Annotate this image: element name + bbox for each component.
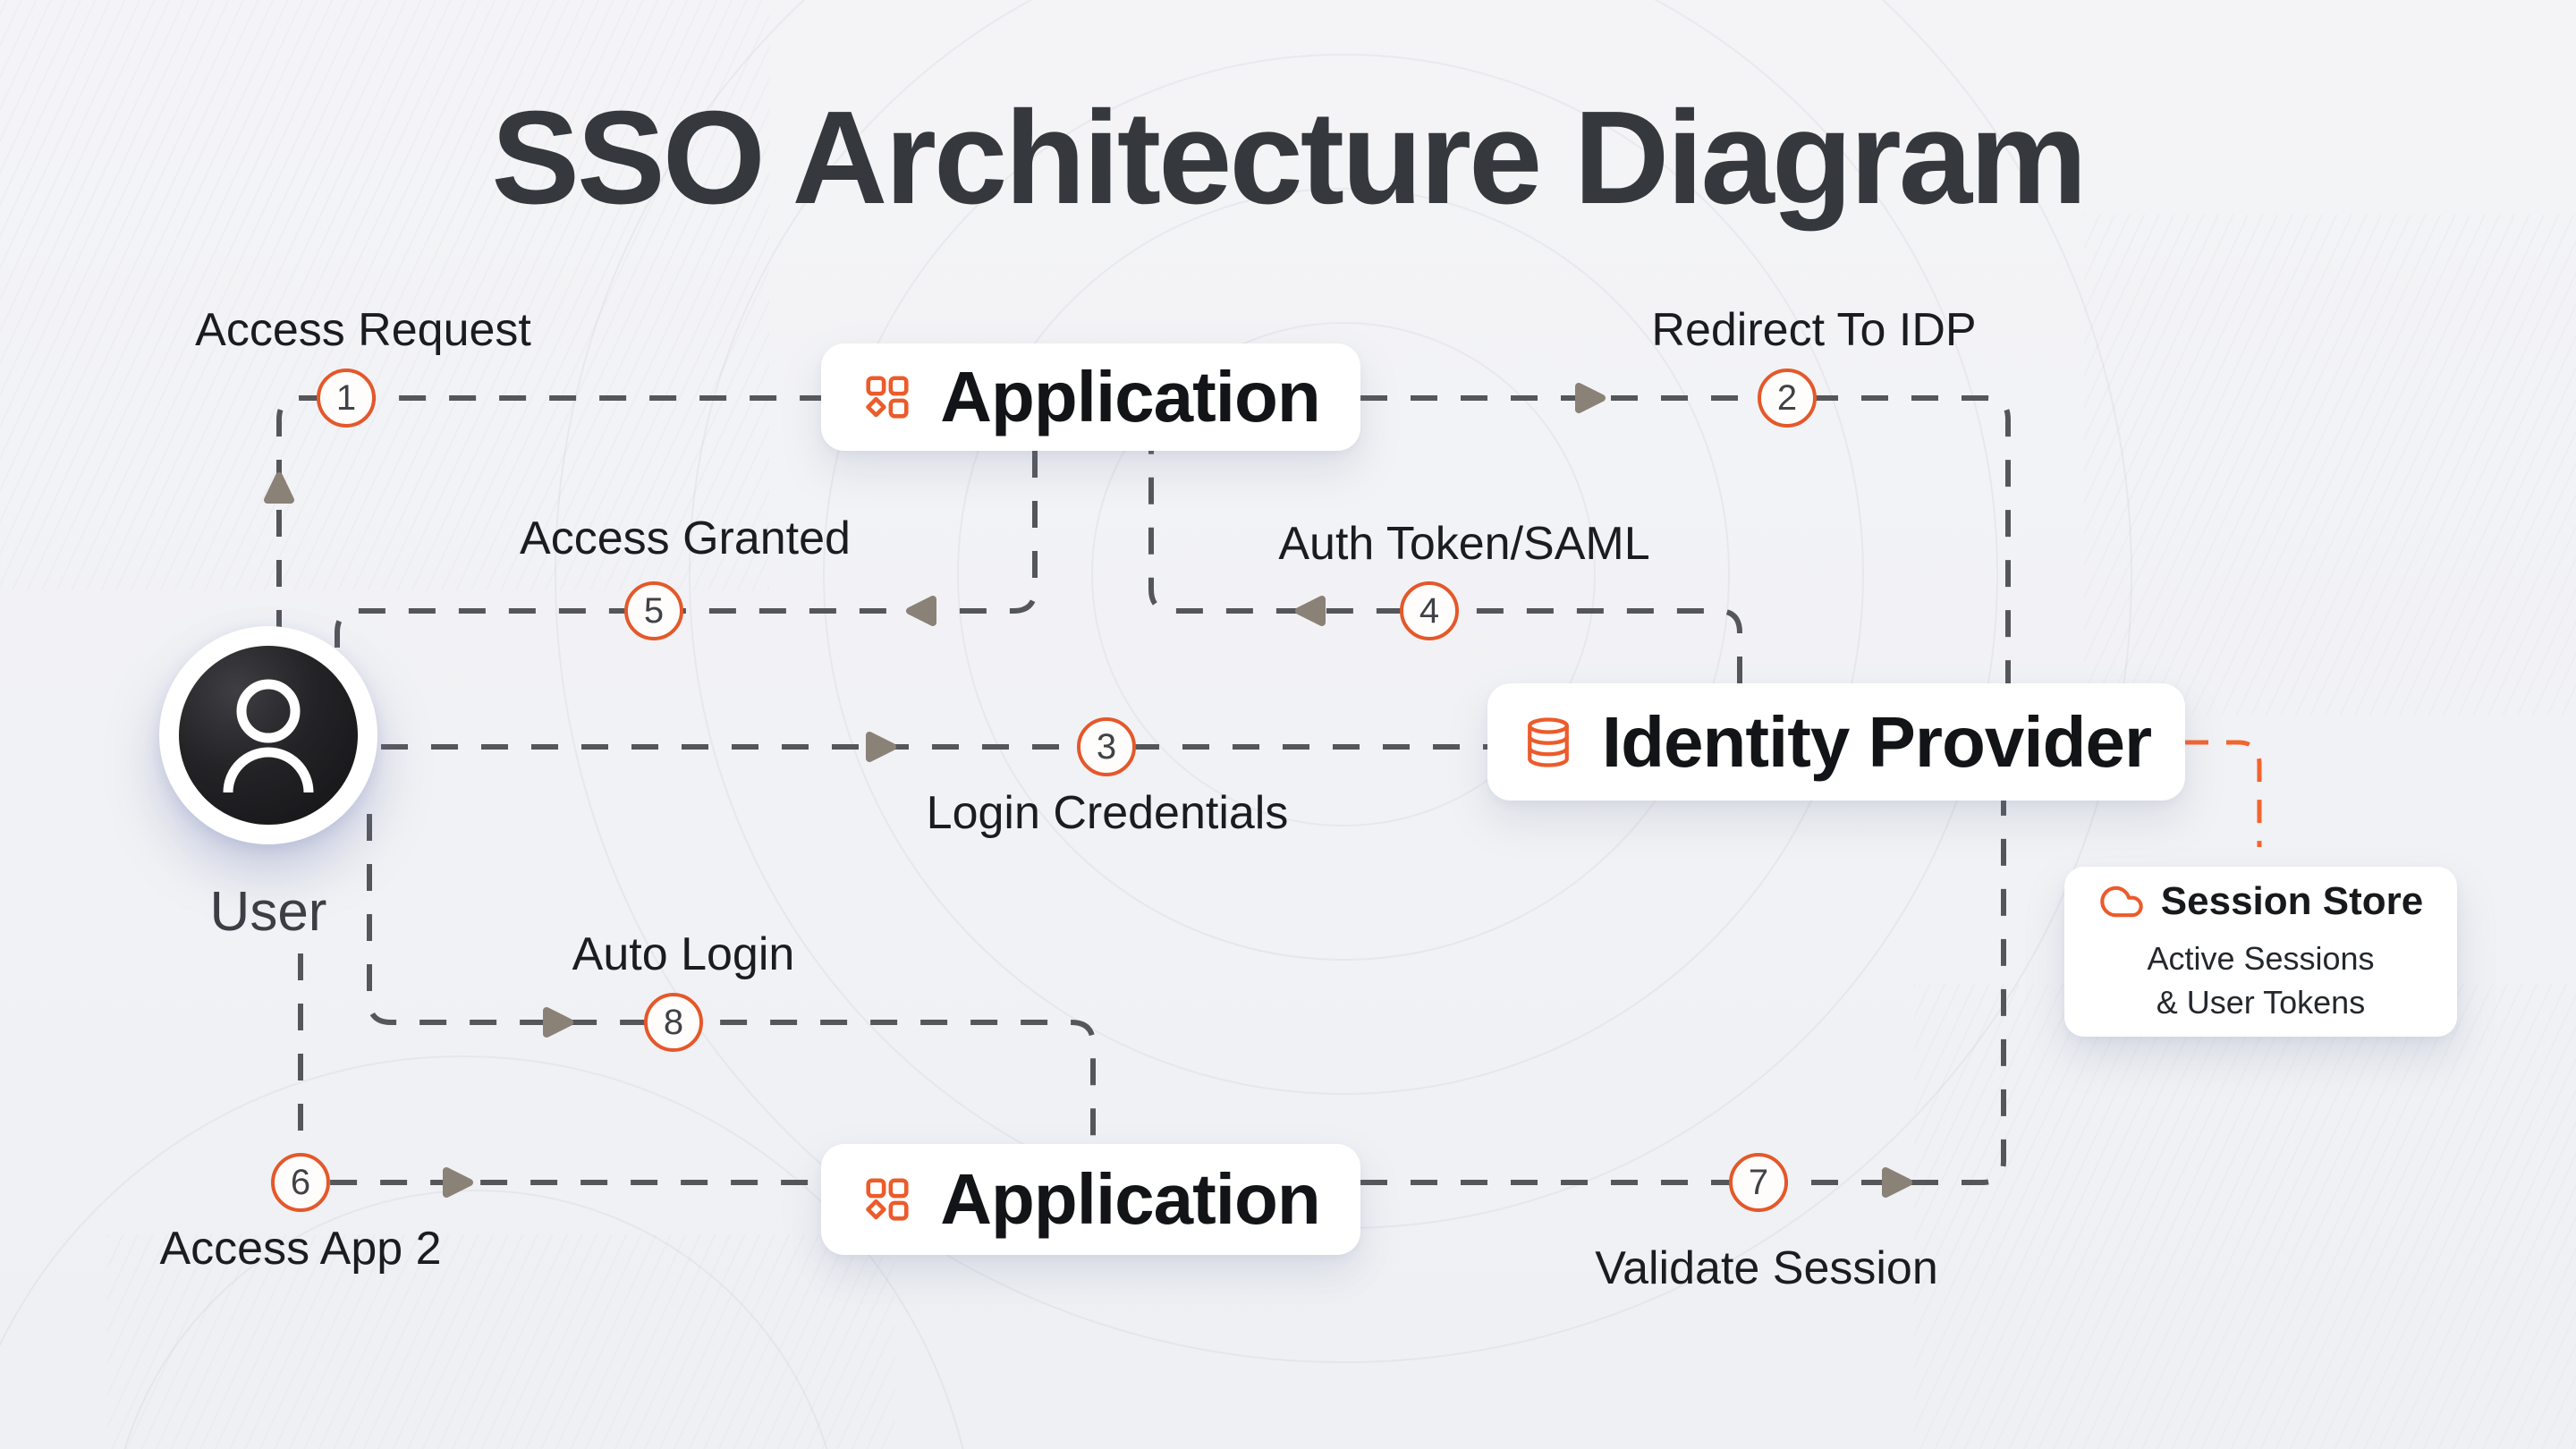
decor-stripes	[1914, 984, 2576, 1449]
user-label: User	[209, 881, 327, 943]
user-node	[159, 626, 377, 844]
path-access-app2	[298, 953, 821, 1185]
identity-provider-label: Identity Provider	[1601, 701, 2152, 782]
session-store-node: Session Store Active Sessions & User Tok…	[2064, 867, 2457, 1037]
path-redirect-to-idp	[1360, 395, 2011, 683]
step-label-auth-token: Auth Token/SAML	[1278, 518, 1650, 570]
arrowhead-up	[264, 472, 294, 504]
arrowhead-right	[1575, 383, 1606, 413]
decor-stripes	[107, 1234, 894, 1449]
path-auto-login	[367, 814, 1096, 1144]
step-label-validate-session: Validate Session	[1595, 1242, 1938, 1294]
application-top-label: Application	[940, 357, 1321, 436]
arrowhead-left	[1295, 596, 1326, 626]
person-icon	[223, 679, 314, 793]
decor-stripes	[0, 0, 769, 590]
path-session-store-link	[2185, 740, 2262, 847]
step-badge-4: 4	[1400, 581, 1459, 640]
session-store-line1: Active Sessions	[2147, 940, 2375, 978]
user-avatar	[179, 646, 358, 825]
session-store-line2: & User Tokens	[2156, 984, 2366, 1021]
step-badge-3: 3	[1077, 717, 1136, 776]
database-icon	[1527, 716, 1569, 767]
session-store-description: Active Sessions & User Tokens	[2147, 937, 2374, 1024]
session-store-title: Session Store	[2160, 879, 2424, 924]
app-grid-icon	[866, 376, 909, 419]
step-badge-5: 5	[624, 581, 683, 640]
app-grid-icon	[866, 1178, 909, 1221]
arrowhead-right	[866, 732, 896, 762]
arrowhead-left	[906, 596, 936, 626]
path-access-request	[276, 395, 821, 637]
step-badge-8: 8	[644, 993, 703, 1052]
step-badge-7: 7	[1729, 1153, 1788, 1212]
step-badge-1: 1	[317, 369, 376, 428]
step-label-redirect-to-idp: Redirect To IDP	[1651, 304, 1977, 356]
step-label-auto-login: Auto Login	[572, 928, 795, 980]
path-validate-session	[1360, 801, 2006, 1185]
step-badge-6: 6	[271, 1153, 330, 1212]
session-store-header: Session Store	[2098, 878, 2423, 925]
arrowhead-right	[443, 1167, 473, 1198]
path-access-granted	[335, 451, 1038, 648]
application-top-node: Application	[821, 343, 1360, 451]
cloud-icon	[2100, 886, 2143, 918]
step-badge-2: 2	[1758, 369, 1817, 428]
decor-stripes	[2084, 215, 2576, 716]
arrowhead-right	[1882, 1167, 1912, 1198]
step-label-access-granted: Access Granted	[520, 513, 851, 564]
step-label-login-credentials: Login Credentials	[926, 787, 1289, 839]
step-label-access-request: Access Request	[195, 304, 531, 356]
application-bottom-label: Application	[940, 1159, 1321, 1239]
application-bottom-node: Application	[821, 1144, 1360, 1255]
arrowhead-right	[543, 1007, 573, 1038]
identity-provider-node: Identity Provider	[1487, 683, 2185, 801]
step-label-access-app-2: Access App 2	[159, 1223, 442, 1275]
page-title: SSO Architecture Diagram	[491, 84, 2087, 232]
